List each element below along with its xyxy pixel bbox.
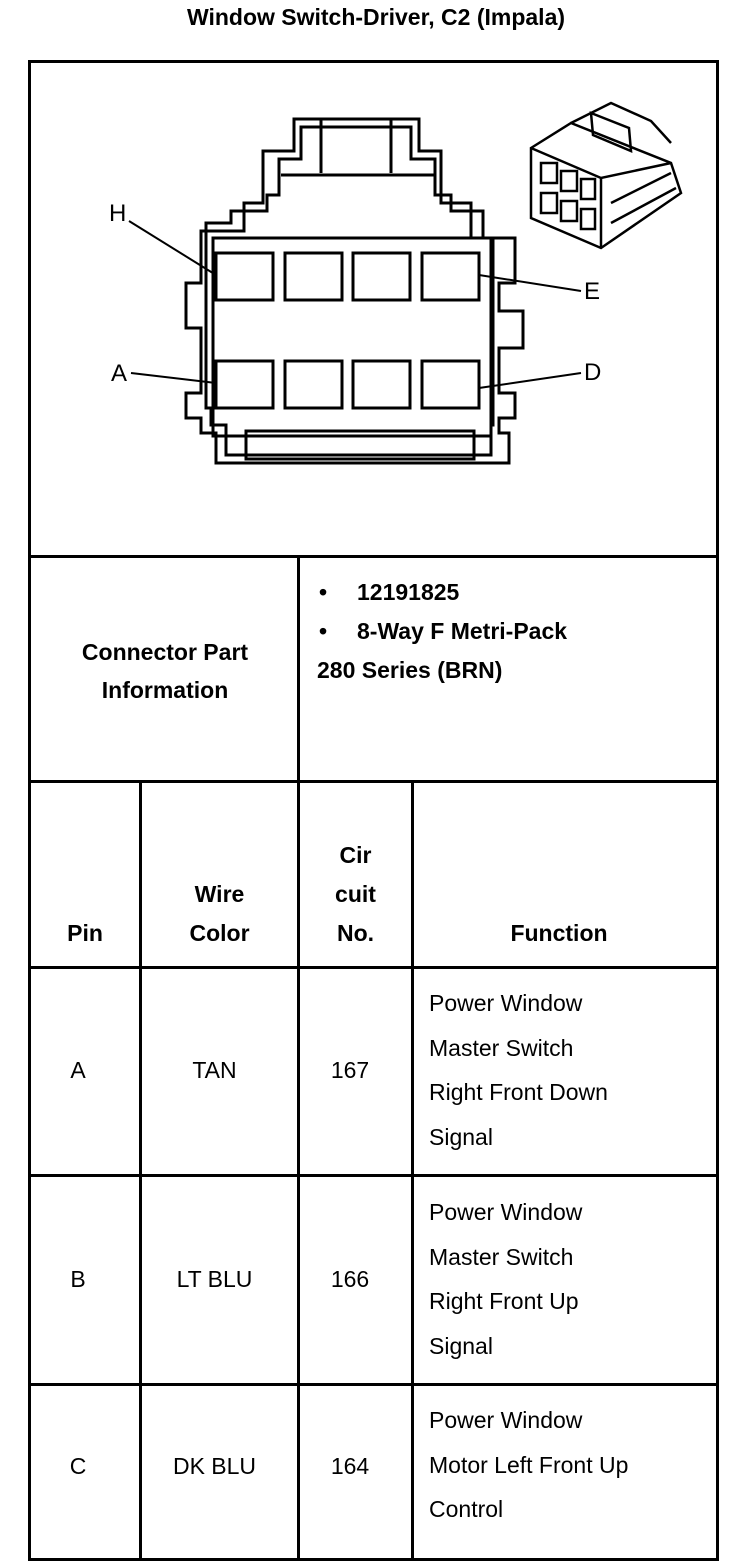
leader-h xyxy=(128,220,217,276)
row-b-function: Power Window Master Switch Right Front U… xyxy=(429,1199,583,1359)
connector-table-frame: H A E D Connector Part Information • 121… xyxy=(28,60,719,1561)
pin-label-d: D xyxy=(584,359,601,386)
leader-a xyxy=(130,372,217,384)
part-number: 12191825 xyxy=(357,579,460,605)
row-a-wire-color: TAN xyxy=(192,1057,237,1083)
row-c-wire-color: DK BLU xyxy=(172,1453,257,1479)
pin-label-e: E xyxy=(584,278,600,305)
part-number-item: • 12191825 xyxy=(317,573,707,612)
divider-col-function xyxy=(411,783,414,1558)
cavity-face xyxy=(211,236,493,438)
connector-part-info-values: • 12191825 • 8-Way F Metri-Pack 280 Seri… xyxy=(317,573,707,690)
cavity-d xyxy=(420,359,481,410)
row-a-function: Power Window Master Switch Right Front D… xyxy=(429,990,608,1150)
row-b-wire-color: LT BLU xyxy=(176,1266,253,1292)
connector-type: 8-Way F Metri-Pack xyxy=(357,618,568,644)
cavity-h xyxy=(214,251,275,302)
divider-diagram xyxy=(31,555,716,558)
bullet-icon: • xyxy=(319,579,328,605)
pin-label-h: H xyxy=(109,200,126,227)
pin-label-a: A xyxy=(111,360,127,387)
row-c-function: Power Window Motor Left Front Up Control xyxy=(429,1407,629,1522)
header-wire-color: Wire Color xyxy=(189,881,250,946)
divider-col-wire xyxy=(139,783,142,1558)
bottom-lock xyxy=(244,429,476,461)
cavity-f xyxy=(351,251,412,302)
cavity-b xyxy=(283,359,344,410)
divider-row-b xyxy=(31,1383,716,1386)
row-b-circuit: 166 xyxy=(330,1266,370,1292)
connector-diagram: H A E D xyxy=(31,63,716,558)
row-c-circuit: 164 xyxy=(330,1453,370,1479)
leader-d xyxy=(478,372,582,389)
header-function: Function xyxy=(510,920,608,946)
divider-info xyxy=(31,780,716,783)
connector-series: 280 Series (BRN) xyxy=(317,657,503,683)
cavity-a xyxy=(214,359,275,410)
row-c-pin: C xyxy=(69,1453,87,1479)
row-b-pin: B xyxy=(70,1266,86,1292)
header-circuit-no: Cir cuit No. xyxy=(335,842,376,946)
cavity-g xyxy=(283,251,344,302)
bullet-icon: • xyxy=(319,618,328,644)
connector-type-item: • 8-Way F Metri-Pack xyxy=(317,612,707,651)
page-title: Window Switch-Driver, C2 (Impala) xyxy=(186,4,566,30)
row-a-pin: A xyxy=(70,1057,86,1083)
connector-part-info-label: Connector Part Information xyxy=(81,639,249,703)
header-pin: Pin xyxy=(67,920,103,946)
divider-header xyxy=(31,966,716,969)
leader-e xyxy=(478,274,582,292)
divider-row-a xyxy=(31,1174,716,1177)
latch-inner xyxy=(204,125,495,457)
cavity-c xyxy=(351,359,412,410)
connector-iso-view xyxy=(529,101,683,250)
divider-col-circuit xyxy=(297,558,300,1558)
row-a-circuit: 167 xyxy=(330,1057,370,1083)
connector-face-drawing: H A E D xyxy=(109,101,683,465)
cavity-e xyxy=(420,251,481,302)
